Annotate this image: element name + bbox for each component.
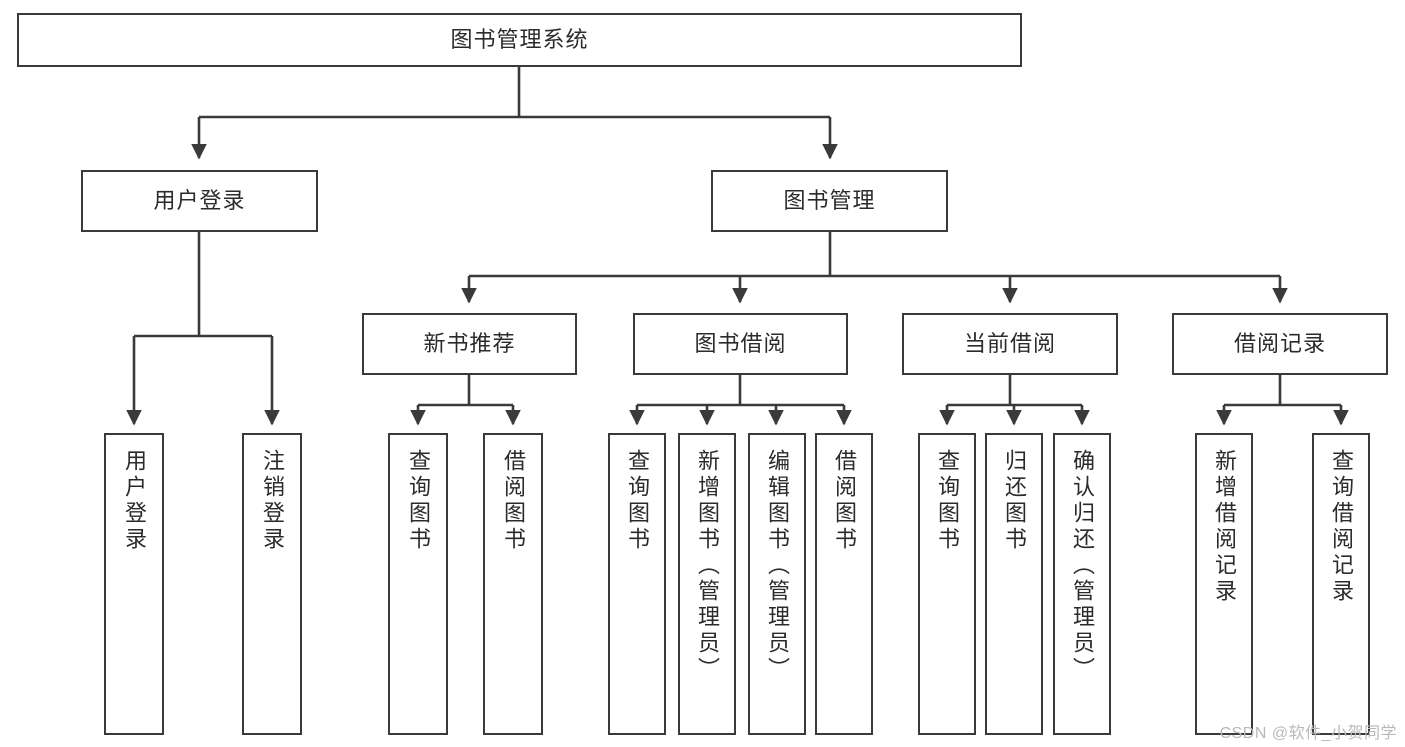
node-book-borrow-label: 图书借阅 [694,331,787,357]
leaf-query-book-recommend-label: 查询图书 [406,449,431,553]
leaf-confirm-return-admin[interactable]: 确认归还（管理员） [1053,433,1111,735]
leaf-edit-book-admin-label: 编辑图书（管理员） [765,449,790,683]
leaf-borrow-book-recommend[interactable]: 借阅图书 [483,433,543,735]
leaf-query-book-recommend[interactable]: 查询图书 [388,433,448,735]
leaf-logout-label: 注销登录 [260,449,285,553]
node-user-login-label: 用户登录 [153,188,246,214]
leaf-borrow-book-label: 借阅图书 [832,449,857,553]
node-root[interactable]: 图书管理系统 [17,13,1022,67]
node-new-book-recommend[interactable]: 新书推荐 [362,313,577,375]
leaf-logout[interactable]: 注销登录 [242,433,302,735]
leaf-user-login-label: 用户登录 [122,449,147,553]
node-user-login[interactable]: 用户登录 [81,170,318,232]
node-new-book-recommend-label: 新书推荐 [423,331,516,357]
node-borrow-records-label: 借阅记录 [1233,331,1326,357]
leaf-return-book-label: 归还图书 [1002,449,1027,553]
leaf-edit-book-admin[interactable]: 编辑图书（管理员） [748,433,806,735]
leaf-borrow-book-recommend-label: 借阅图书 [501,449,526,553]
leaf-borrow-book[interactable]: 借阅图书 [815,433,873,735]
leaf-query-borrow-record-label: 查询借阅记录 [1329,449,1354,605]
leaf-query-book-borrow[interactable]: 查询图书 [608,433,666,735]
leaf-query-book-current-label: 查询图书 [935,449,960,553]
node-root-label: 图书管理系统 [450,27,589,53]
node-borrow-records[interactable]: 借阅记录 [1172,313,1388,375]
node-current-borrow[interactable]: 当前借阅 [902,313,1118,375]
leaf-add-borrow-record-label: 新增借阅记录 [1212,449,1237,605]
leaf-add-book-admin[interactable]: 新增图书（管理员） [678,433,736,735]
node-book-borrow[interactable]: 图书借阅 [633,313,848,375]
leaf-user-login[interactable]: 用户登录 [104,433,164,735]
leaf-query-book-borrow-label: 查询图书 [625,449,650,553]
leaf-confirm-return-admin-label: 确认归还（管理员） [1070,449,1095,683]
node-book-management[interactable]: 图书管理 [711,170,948,232]
node-book-management-label: 图书管理 [783,188,876,214]
leaf-return-book[interactable]: 归还图书 [985,433,1043,735]
leaf-add-borrow-record[interactable]: 新增借阅记录 [1195,433,1253,735]
leaf-query-borrow-record[interactable]: 查询借阅记录 [1312,433,1370,735]
node-current-borrow-label: 当前借阅 [963,331,1056,357]
leaf-add-book-admin-label: 新增图书（管理员） [695,449,720,683]
watermark: CSDN @软件_小贺同学 [1219,725,1397,742]
leaf-query-book-current[interactable]: 查询图书 [918,433,976,735]
